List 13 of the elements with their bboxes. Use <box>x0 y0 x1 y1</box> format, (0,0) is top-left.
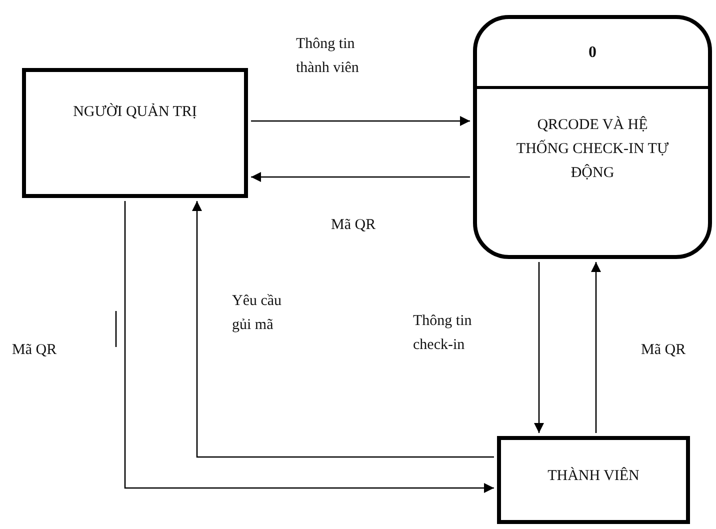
node-label: QRCODE VÀ HỆ THỐNG CHECK-IN TỰ ĐỘNG <box>515 115 670 183</box>
process-box <box>473 15 712 259</box>
arrow <box>192 201 494 458</box>
arrow <box>251 172 470 182</box>
arrow <box>124 201 494 493</box>
arrow <box>534 262 544 433</box>
entity-box <box>22 68 248 198</box>
node-label: NGƯỜI QUẢN TRỊ <box>72 102 198 122</box>
node-label: THÀNH VIÊN <box>546 466 640 486</box>
process-number: 0 <box>588 44 596 62</box>
arrow <box>251 116 470 126</box>
entity-box <box>497 436 690 524</box>
arrow <box>591 262 601 433</box>
